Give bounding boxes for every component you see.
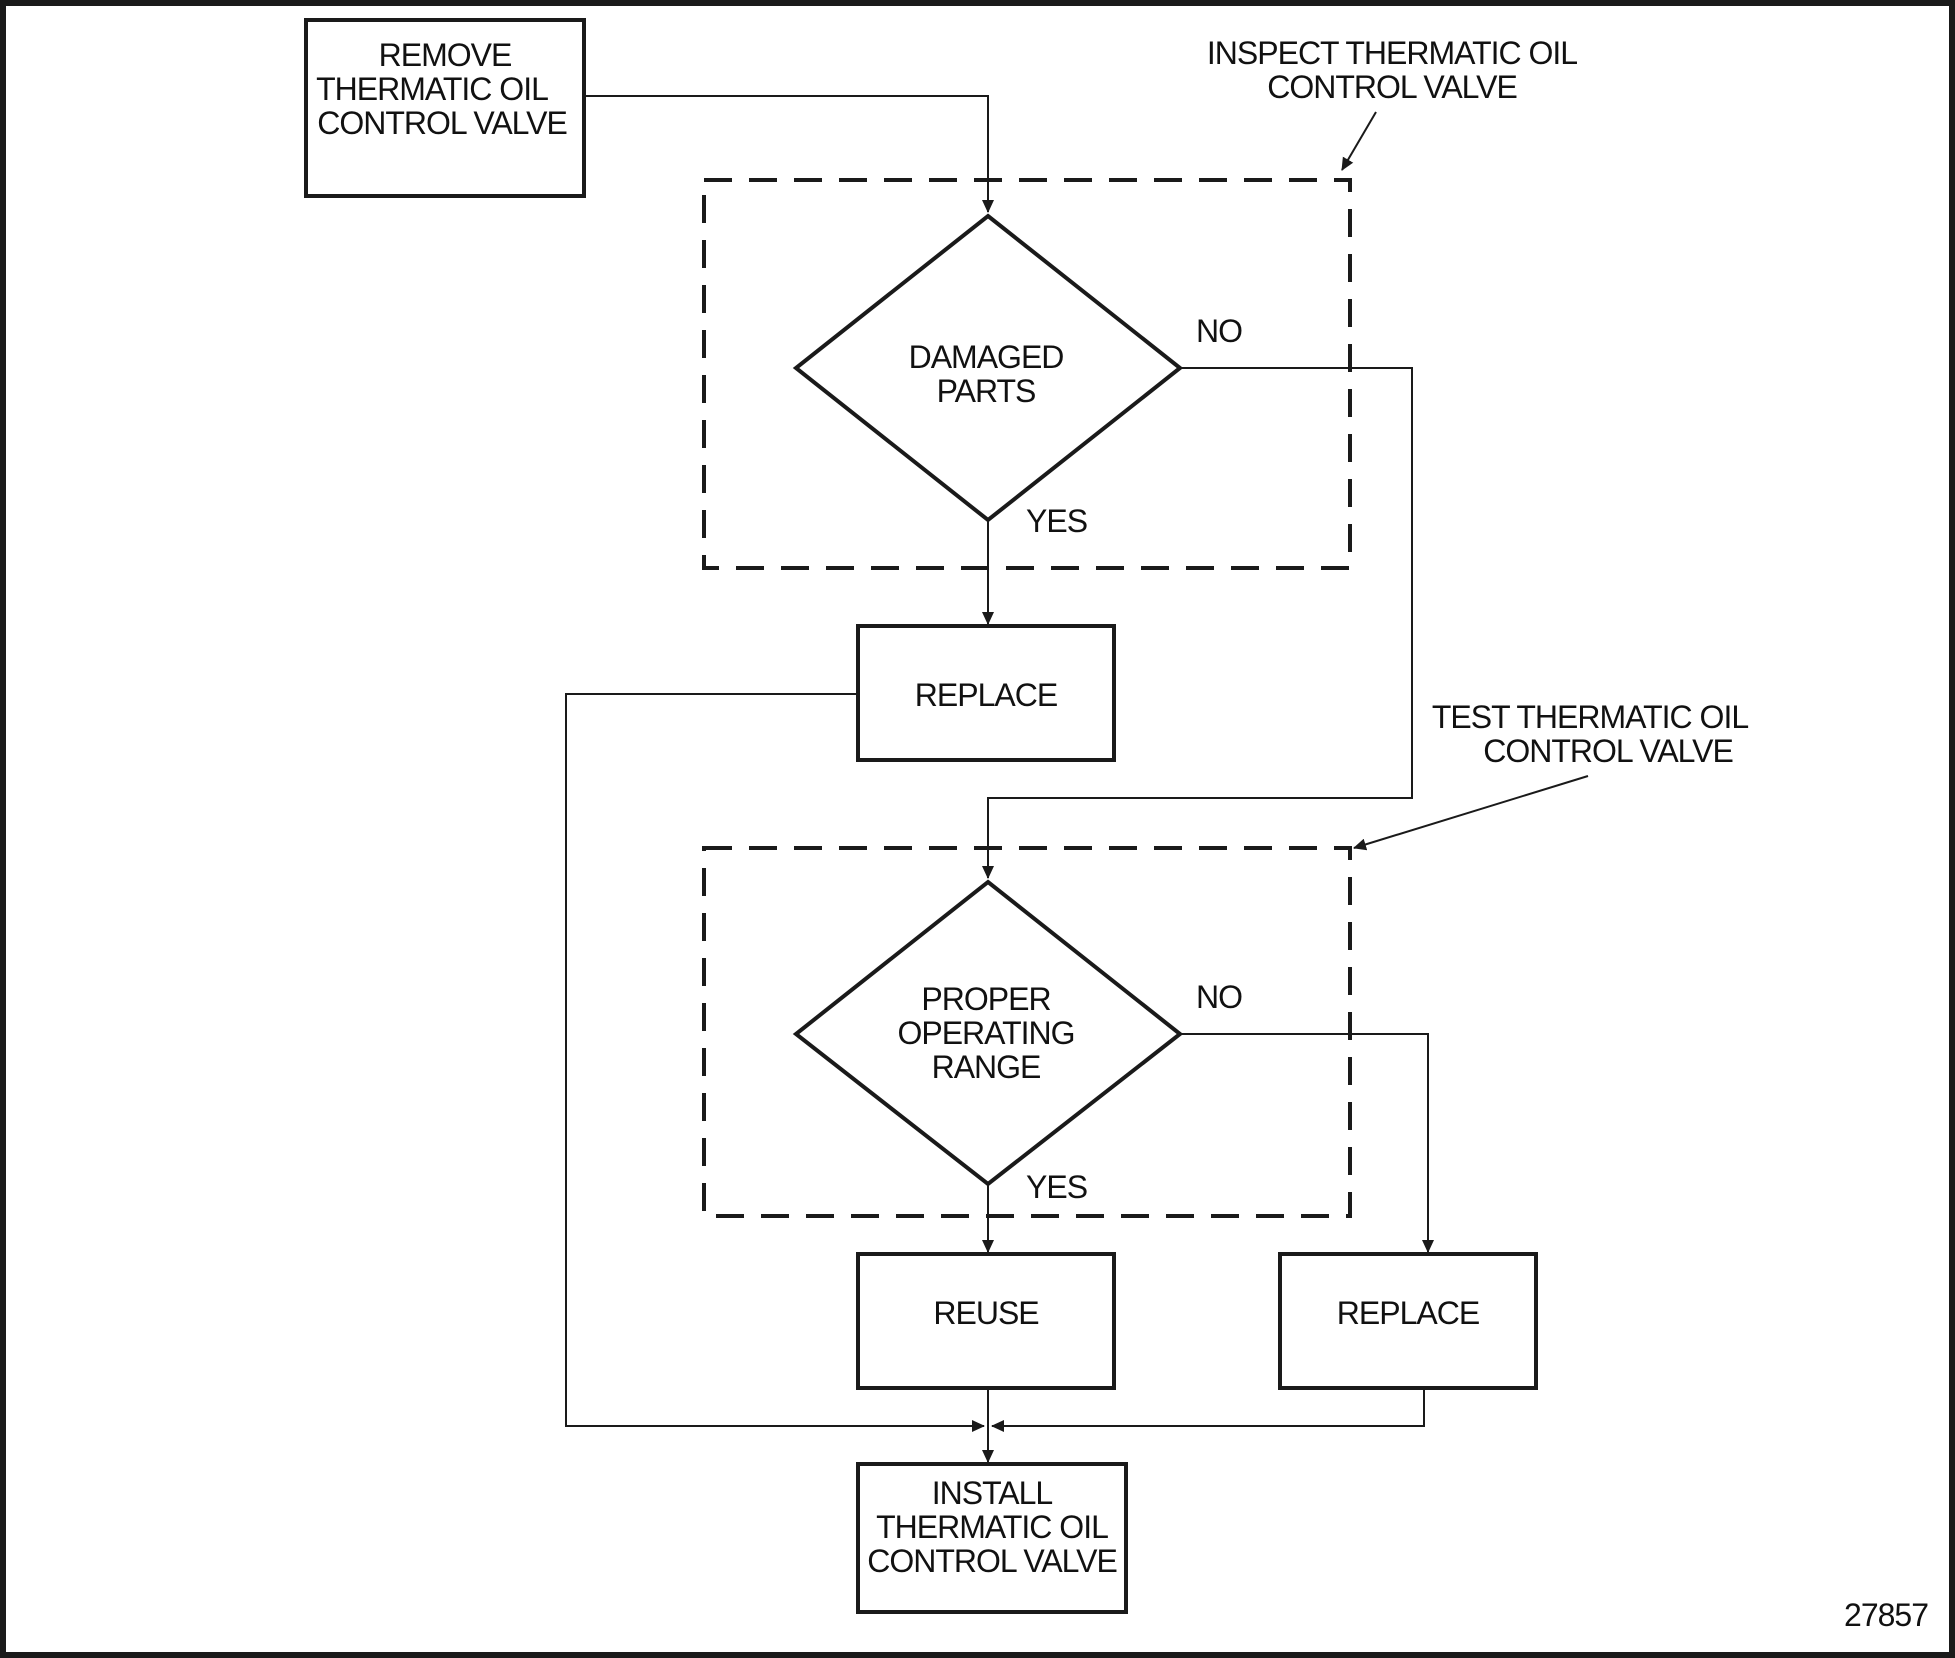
callout-arrow-inspect: [1341, 111, 1377, 171]
replace-step-1: REPLACE: [856, 624, 1116, 762]
figure-number: 27857: [1844, 1597, 1928, 1633]
replace-box-2: [1278, 1252, 1538, 1390]
range-label-line-2: OPERATING: [897, 1015, 1074, 1051]
proper-range-diamond: [792, 879, 1184, 1187]
reuse-box: [856, 1252, 1116, 1390]
inspect-callout-line-2: CONTROL VALVE: [1267, 69, 1517, 105]
connectors: [565, 95, 1589, 1463]
damaged-yes-label: YES: [1026, 503, 1087, 539]
range-label-line-3: RANGE: [932, 1049, 1041, 1085]
install-label-line-1: INSTALL: [932, 1475, 1053, 1511]
remove-box: [304, 18, 586, 198]
inspect-group-box: [702, 178, 1352, 570]
remove-label-line-3: CONTROL VALVE: [317, 105, 567, 141]
replace-2-label: REPLACE: [1337, 1295, 1479, 1331]
damaged-no-label: NO: [1196, 313, 1242, 349]
replace-box-1: [856, 624, 1116, 762]
proper-range-decision: PROPER OPERATING RANGE: [792, 879, 1184, 1187]
damaged-label-line-2: PARTS: [937, 373, 1036, 409]
remove-step: REMOVE THERMATIC OIL CONTROL VALVE: [304, 18, 586, 198]
connector-remove-to-damaged: [586, 95, 994, 213]
inspect-callout-line-1: INSPECT THERMATIC OIL: [1207, 35, 1577, 71]
connector-damaged-no: [982, 367, 1413, 879]
damaged-parts-decision: DAMAGED PARTS: [792, 213, 1184, 523]
test-callout-line-2: CONTROL VALVE: [1483, 733, 1733, 769]
connector-replace2-to-install: [991, 1388, 1425, 1432]
install-step: INSTALL THERMATIC OIL CONTROL VALVE: [856, 1462, 1128, 1614]
install-label-line-3: CONTROL VALVE: [867, 1543, 1117, 1579]
callout-arrow-test: [1353, 775, 1589, 851]
range-yes-label: YES: [1026, 1169, 1087, 1205]
replace-step-2: REPLACE: [1278, 1252, 1538, 1390]
range-no-label: NO: [1196, 979, 1242, 1015]
reuse-step: REUSE: [856, 1252, 1116, 1390]
test-group-box: [702, 846, 1352, 1218]
remove-label-line-2: THERMATIC OIL: [316, 71, 548, 107]
damaged-label-line-1: DAMAGED: [909, 339, 1064, 375]
connector-replace1-to-install: [565, 693, 985, 1432]
install-label-line-2: THERMATIC OIL: [876, 1509, 1108, 1545]
range-label-line-1: PROPER: [921, 981, 1050, 1017]
reuse-label: REUSE: [933, 1295, 1038, 1331]
damaged-parts-diamond: [792, 213, 1184, 523]
remove-label-line-1: REMOVE: [379, 37, 512, 73]
connector-range-no: [1180, 1033, 1434, 1253]
test-callout-line-1: TEST THERMATIC OIL: [1432, 699, 1748, 735]
install-box: [856, 1462, 1128, 1614]
replace-1-label: REPLACE: [915, 677, 1057, 713]
